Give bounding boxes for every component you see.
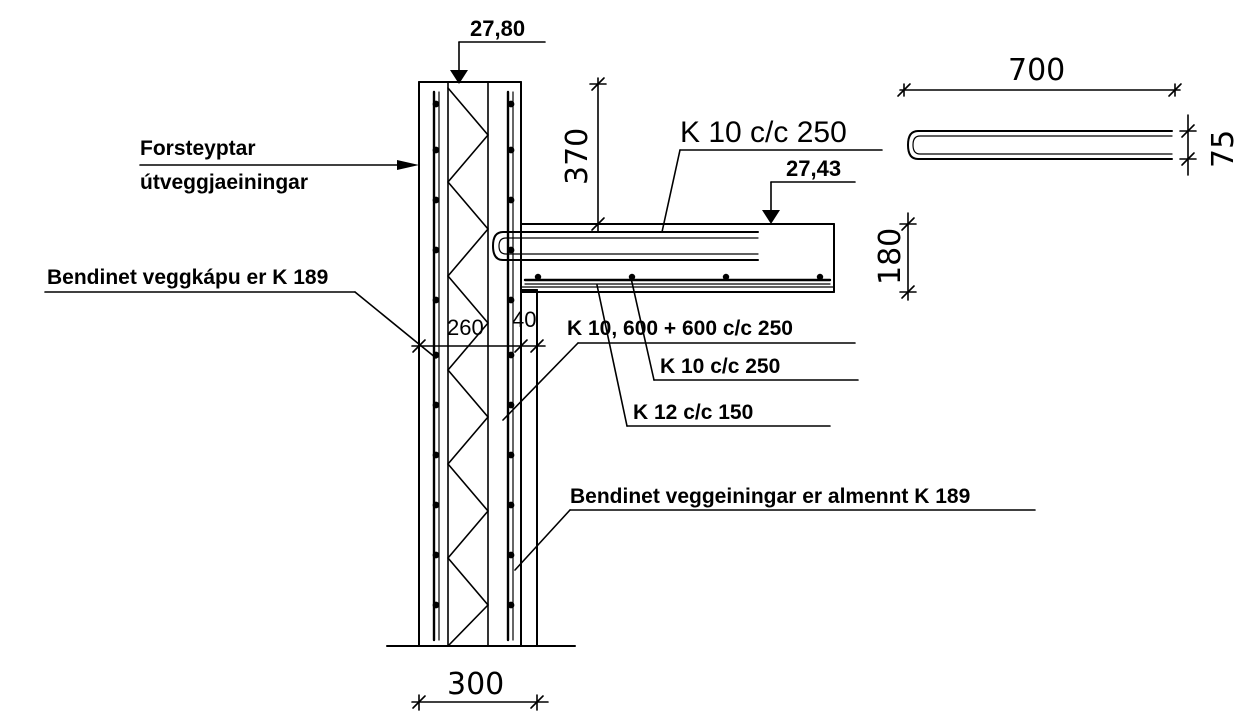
label-rebar-mid: K 10 c/c 250	[660, 355, 780, 378]
label-rebar-bottom: K 12 c/c 150	[633, 401, 753, 424]
label-precast-line1: Forsteyptar	[140, 137, 256, 160]
dim-300: 300	[447, 667, 504, 702]
leader-lines	[44, 41, 1036, 571]
dim-40: 40	[512, 307, 536, 332]
dim-260: 260	[447, 315, 484, 340]
arrowheads	[397, 70, 780, 224]
label-skin-mesh: Bendinet veggkápu er K 189	[47, 266, 328, 289]
elevation-slab: 27,43	[786, 156, 841, 181]
elevation-top-wall: 27,80	[470, 16, 525, 41]
dim-180: 180	[873, 228, 908, 285]
label-precast-line2: útveggjaeiningar	[140, 171, 308, 194]
dimension-lines	[411, 77, 1197, 711]
rebar-dots	[432, 100, 824, 609]
label-rebar-combo: K 10, 600 + 600 c/c 250	[567, 317, 793, 340]
slab-section	[491, 223, 835, 293]
wall-section	[418, 81, 538, 647]
dim-370: 370	[560, 128, 595, 185]
label-wall-mesh: Bendinet veggeiningar er almennt K 189	[570, 485, 970, 508]
label-rebar-top: K 10 c/c 250	[680, 116, 847, 149]
dim-75: 75	[1206, 130, 1241, 168]
dim-700: 700	[1008, 53, 1065, 88]
hairpin-detail	[906, 130, 1173, 160]
